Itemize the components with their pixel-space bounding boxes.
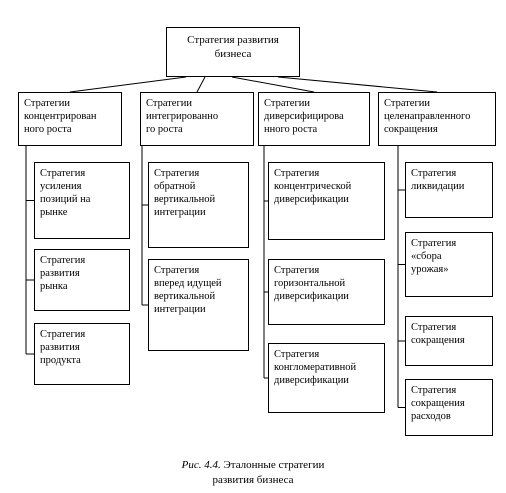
caption-line-1: Эталонные стратегии [223,459,325,471]
strategy-node-line: расходов [411,411,451,422]
strategy-node-line: конгломеративной [274,362,357,373]
category-node-line: го роста [146,124,183,135]
strategy-node-line: Стратегия [154,265,200,276]
strategy-node: Стратегия развития продукта [34,323,130,385]
root-line: бизнеса [214,48,252,60]
strategy-node-line: горизонтальной [274,278,346,289]
strategy-node-line: сокращения [411,398,465,409]
strategy-node: Стратегия концентрической диверсификации [268,162,385,240]
strategy-node-line: «сбора [411,251,442,262]
caption-line-2: развития бизнеса [212,474,294,486]
root-to-category-line [196,76,206,93]
category-node: Стратегии диверсифицирова нного роста [258,92,370,146]
strategy-node-line: продукта [40,355,81,366]
strategy-node-line: Стратегия [40,255,86,266]
strategy-node-line: Стратегия [274,265,320,276]
root-line: Стратегия развития [187,34,279,46]
figure-caption: Рис. 4.4. Эталонные стратегии [0,458,506,472]
figure-caption-line-2: развития бизнеса [0,473,506,487]
strategy-node-line: диверсификации [274,375,349,386]
category-node-line: сокращения [384,124,438,135]
category-node-line: диверсифицирова [264,111,344,122]
strategy-node-line: интеграции [154,304,206,315]
strategy-node: Стратегия горизонтальной диверсификации [268,259,385,325]
strategy-node-line: урожая» [411,264,449,275]
strategy-node: Стратегия «сбора урожая» [405,232,493,297]
category-node-line: Стратегии [24,98,71,109]
strategy-node-line: сокращения [411,335,465,346]
strategy-node-line: Стратегия [40,168,86,179]
strategy-node-line: Стратегия [411,168,457,179]
strategy-node: Стратегия ликвидации [405,162,493,218]
strategy-node-line: развития [40,342,80,353]
strategy-node-line: вертикальной [154,291,216,302]
strategy-node-line: усиления [40,181,82,192]
root-to-category-line [69,76,187,93]
root-to-category-line [277,76,438,93]
strategy-node-line: Стратегия [411,385,457,396]
strategy-node: Стратегия сокращения [405,316,493,366]
strategy-node: Стратегия развития рынка [34,249,130,311]
category-node: Стратегии концентрирован ного роста [18,92,122,146]
strategy-node-line: ликвидации [411,181,465,192]
strategy-node-line: вертикальной [154,194,216,205]
category-node-line: Стратегии [384,98,431,109]
strategy-node: Стратегия вперед идущей вертикальной интегр… [148,259,249,351]
category-node-line: Стратегии [146,98,193,109]
strategy-node-line: Стратегия [411,238,457,249]
category-node-line: концентрирован [24,111,97,122]
category-node-line: целенаправленного [384,111,471,122]
strategy-node-line: диверсификации [274,194,349,205]
strategy-node: Стратегия усиления позиций на рынке [34,162,130,239]
category-node-line: ного роста [24,124,72,135]
strategy-node: Стратегия конгломеративной диверсификации [268,343,385,413]
figure-label: Рис. 4.4. [181,459,221,471]
strategy-node-line: вперед идущей [154,278,222,289]
strategy-node-line: обратной [154,181,196,192]
strategy-node-line: развития [40,268,80,279]
strategy-node-line: позиций на [40,194,91,205]
strategy-node-line: рынке [40,207,68,218]
strategy-node-line: концентрической [274,181,352,192]
strategy-node-line: рынка [40,281,68,292]
strategy-node-line: Стратегия [411,322,457,333]
root-to-category-line [231,76,315,93]
strategy-node-line: диверсификации [274,291,349,302]
category-node-line: нного роста [264,124,318,135]
strategy-node-line: интеграции [154,207,206,218]
strategy-node: Стратегия обратной вертикальной интеграции [148,162,249,248]
category-node-line: Стратегии [264,98,311,109]
strategy-node-line: Стратегия [274,349,320,360]
category-node-line: интегрированно [146,111,219,122]
root-node: Стратегия развития бизнеса [166,27,300,77]
strategy-node-line: Стратегия [154,168,200,179]
strategy-node-line: Стратегия [40,329,86,340]
category-node: Стратегии интегрированно го роста [140,92,254,146]
strategy-node: Стратегия сокращения расходов [405,379,493,436]
category-node: Стратегии целенаправленного сокращения [378,92,496,146]
strategy-node-line: Стратегия [274,168,320,179]
